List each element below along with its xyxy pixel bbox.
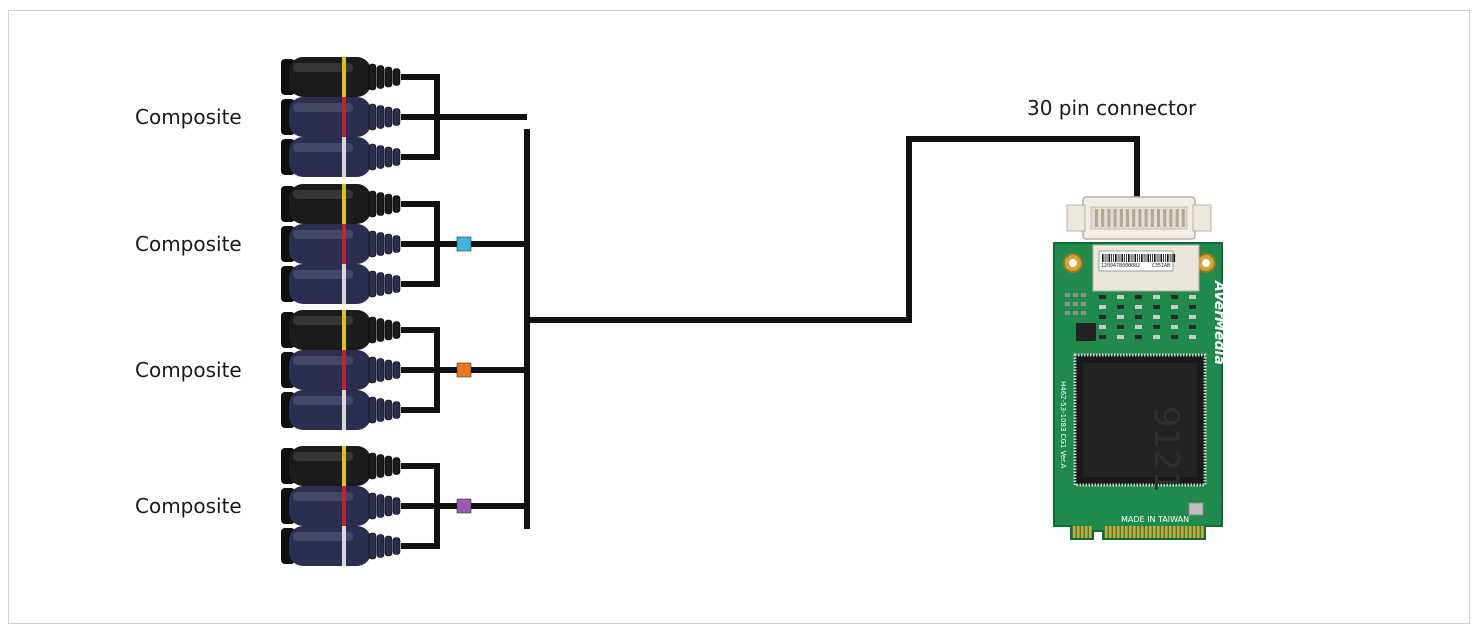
cable-trunk [527, 139, 1137, 320]
composite-label: Composite [135, 494, 242, 518]
composite-label: Composite [135, 105, 242, 129]
rca-plug [281, 264, 400, 304]
svg-text:C351AB: C351AB [1152, 263, 1170, 269]
rca-plug [281, 390, 400, 430]
connector-label: 30 pin connector [1027, 96, 1197, 120]
rca-plug [281, 137, 400, 177]
rca-plug [281, 446, 400, 486]
composite-label: Composite [135, 232, 242, 256]
composite-label: Composite [135, 358, 242, 382]
30-pin-connector [1067, 197, 1211, 239]
brand-logo: AVerMedia [1211, 280, 1227, 365]
rca-plug [281, 486, 400, 526]
svg-text:MADE IN TAIWAN: MADE IN TAIWAN [1121, 515, 1189, 524]
svg-text:H462-53-1083 CG1 Ver.A: H462-53-1083 CG1 Ver.A [1059, 381, 1067, 469]
cable-marker [457, 237, 471, 251]
capture-card: 1200478000082 C351AB AVerMedia 9121 H462… [1054, 197, 1227, 539]
cable-marker [457, 363, 471, 377]
rca-plugs [281, 57, 400, 566]
rca-plug [281, 224, 400, 264]
rca-plug [281, 310, 400, 350]
rca-plug [281, 57, 400, 97]
rca-plug [281, 350, 400, 390]
svg-text:9121: 9121 [1146, 406, 1186, 493]
rca-plug [281, 184, 400, 224]
svg-text:1200478000082: 1200478000082 [1101, 263, 1140, 269]
cable-lines [401, 77, 1137, 546]
cable-marker [457, 499, 471, 513]
rca-plug [281, 526, 400, 566]
rca-plug [281, 97, 400, 137]
